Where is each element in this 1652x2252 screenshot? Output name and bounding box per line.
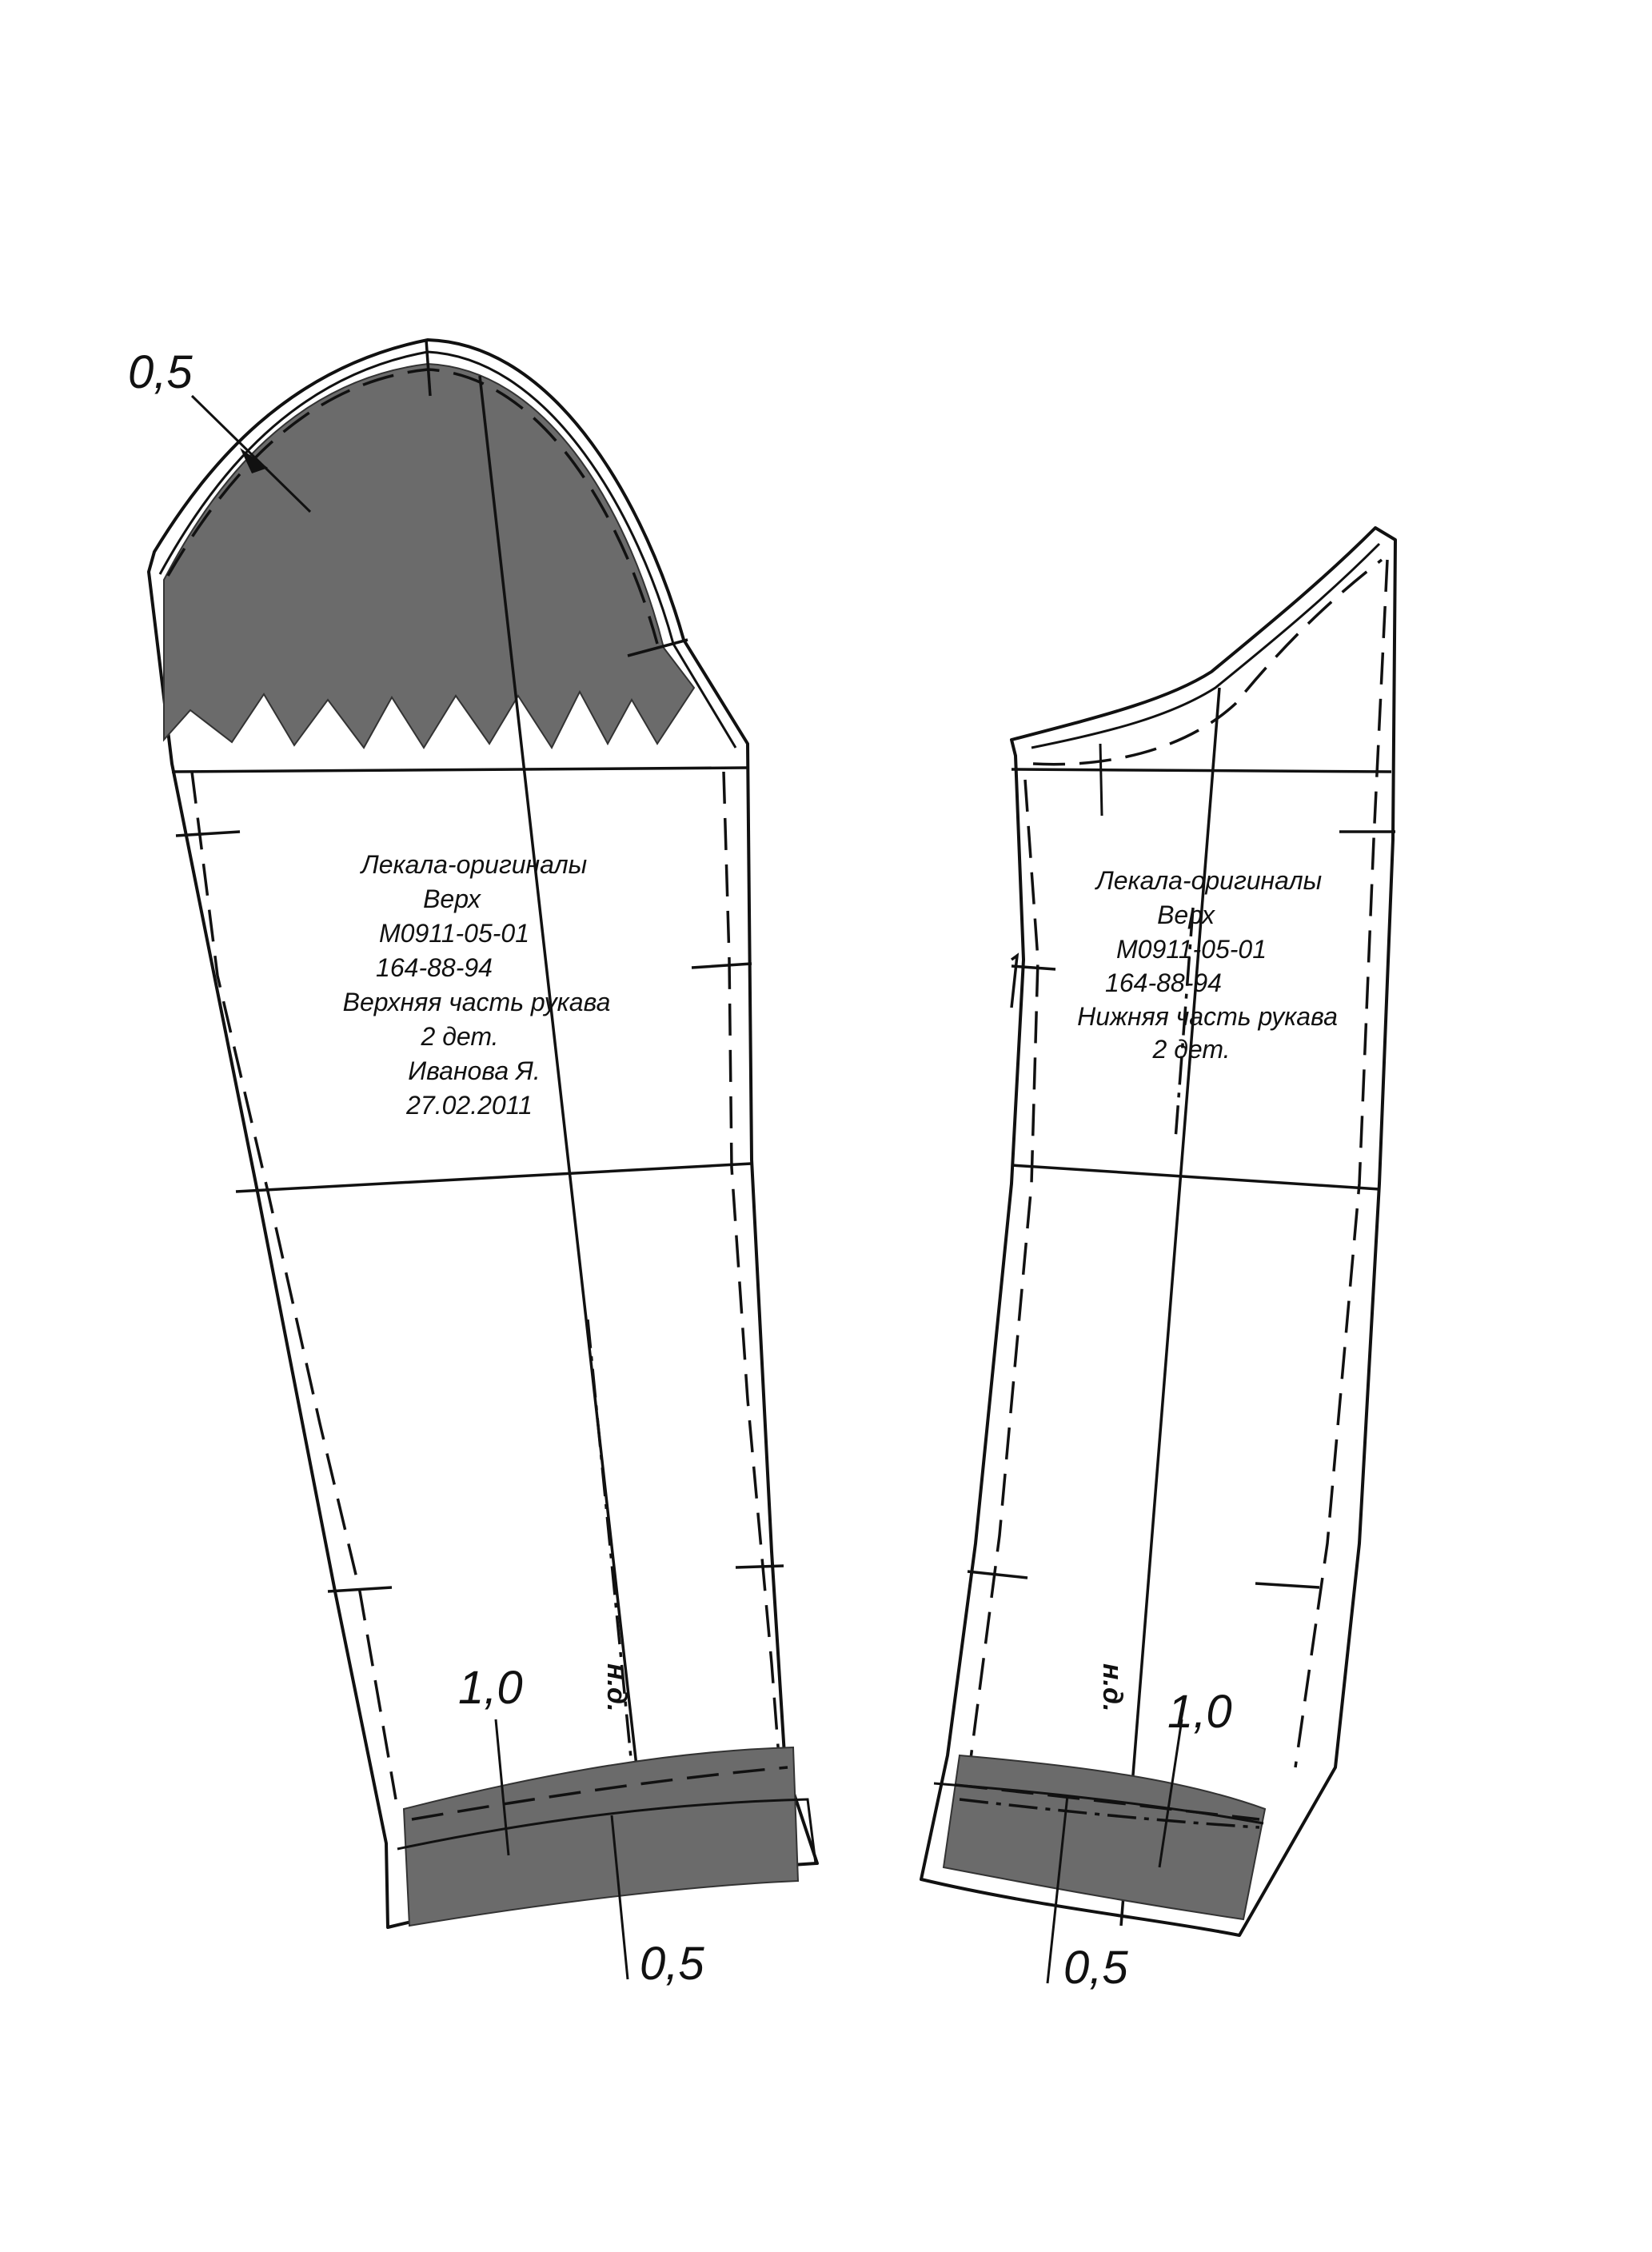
- lower-hem-arrow-2: [1046, 1795, 1069, 1984]
- lower-label-line-2: Верх: [1157, 900, 1215, 929]
- lower-left-jog: [1010, 952, 1020, 1008]
- upper-grain-label: н.д.: [601, 1663, 632, 1711]
- upper-label-line-2: Верх: [423, 884, 481, 913]
- dim-lower-bottom: 0,5: [1063, 1942, 1128, 1994]
- cap-notch-right: [627, 638, 688, 657]
- dim-upper-bottom: 0,5: [640, 1938, 704, 1990]
- lower-sleeve-label: Лекала-оригиналы Верх М0911-05-01 164-88…: [1077, 866, 1338, 1064]
- lower-sleeve-right-seam: [1294, 559, 1389, 1768]
- upper-left-notch-1: [175, 830, 241, 837]
- upper-left-notch-2: [327, 1586, 393, 1593]
- lower-label-line-6: 2 дет.: [1152, 1035, 1231, 1064]
- upper-hem-arrow-2: [610, 1815, 629, 1980]
- lower-label-line-4: 164-88-94: [1105, 968, 1222, 997]
- lower-sleeve-hem-dashdot: [959, 1798, 1260, 1829]
- lower-sleeve-front-line: [1099, 743, 1103, 817]
- lower-label-line-1: Лекала-оригиналы: [1095, 866, 1322, 895]
- upper-label-line-1: Лекала-оригиналы: [360, 850, 587, 879]
- upper-grain-line: [586, 1319, 641, 1848]
- upper-label-line-7: Иванова Я.: [408, 1056, 540, 1085]
- upper-sleeve-cap-shade: [163, 362, 696, 750]
- lower-sleeve-left-seam: [966, 779, 1039, 1784]
- lower-left-notch-1: [1011, 964, 1056, 971]
- lower-grain-line: [1174, 907, 1195, 1140]
- lower-sleeve-center-line: [1119, 687, 1221, 1927]
- upper-right-notch-2: [735, 1564, 784, 1569]
- lower-hem-arrow-1: [1158, 1719, 1183, 1868]
- dim-lower-hem: 1,0: [1167, 1686, 1232, 1738]
- lower-label-line-5: Нижняя часть рукава: [1077, 1002, 1338, 1031]
- upper-label-line-6: 2 дет.: [421, 1022, 499, 1051]
- lower-sleeve-hem-shade: [942, 1754, 1267, 1921]
- lower-right-notch-2: [1255, 1582, 1320, 1589]
- upper-sleeve-cap-line: [171, 766, 748, 773]
- upper-sleeve-inner-outline: [158, 350, 737, 749]
- top-left-arrow: [190, 394, 312, 513]
- upper-sleeve-center-line: [478, 375, 651, 1880]
- upper-sleeve-elbow-line: [235, 1162, 752, 1193]
- dim-upper-hem: 1,0: [458, 1662, 523, 1714]
- upper-sleeve-hem-seam: [411, 1766, 788, 1821]
- cap-notch-top: [425, 339, 432, 397]
- lower-left-notch-2: [967, 1570, 1028, 1579]
- lower-sleeve-pattern: Лекала-оригиналы Верх М0911-05-01 164-88…: [920, 526, 1397, 1994]
- top-left-arrowhead: [240, 448, 268, 473]
- upper-right-notch-1: [691, 962, 752, 969]
- lower-grain-label: н.д.: [1097, 1663, 1127, 1711]
- lower-sleeve-outline: [920, 526, 1397, 1937]
- upper-sleeve-label: Лекала-оригиналы Верх М0911-05-01 164-88…: [343, 850, 611, 1120]
- dim-top-left: 0,5: [128, 346, 193, 398]
- lower-sleeve-cap-line: [1011, 768, 1392, 773]
- lower-sleeve-elbow-line: [1011, 1164, 1380, 1191]
- upper-sleeve-hem-inner: [397, 1798, 817, 1864]
- upper-sleeve-right-seam: [722, 771, 781, 1768]
- upper-label-line-3: М0911-05-01: [379, 919, 529, 948]
- upper-label-line-5: Верхняя часть рукава: [343, 988, 611, 1016]
- lower-sleeve-hem-seam: [955, 1783, 1260, 1821]
- upper-label-line-8: 27.02.2011: [405, 1091, 533, 1120]
- lower-sleeve-inner-outline: [1031, 542, 1381, 749]
- upper-hem-arrow-1: [494, 1719, 510, 1856]
- upper-sleeve-pattern: Лекала-оригиналы Верх М0911-05-01 164-88…: [128, 338, 819, 1990]
- lower-label-line-3: М0911-05-01: [1116, 935, 1267, 964]
- upper-label-line-4: 164-88-94: [376, 953, 493, 982]
